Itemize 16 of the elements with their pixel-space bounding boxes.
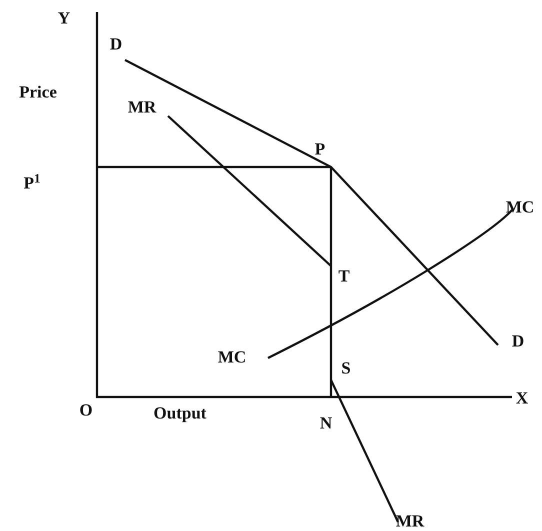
price-label: P$^{1}$ bbox=[24, 174, 40, 192]
curve-label: MR bbox=[396, 512, 424, 530]
curve-label: MC bbox=[218, 348, 246, 366]
origin-label: O bbox=[79, 402, 93, 418]
axis-label: Price bbox=[19, 84, 57, 100]
axis-label: Output bbox=[154, 404, 206, 422]
curve-label: MC bbox=[506, 198, 534, 216]
point-label: T bbox=[338, 268, 350, 284]
axis-label: X bbox=[516, 390, 528, 406]
curve-label: MR bbox=[128, 98, 156, 116]
point-label: N bbox=[320, 414, 332, 432]
axis-label: Y bbox=[58, 10, 70, 26]
point-label: P bbox=[314, 140, 326, 158]
point-label: S bbox=[341, 360, 351, 376]
curve-label: D bbox=[110, 36, 122, 52]
curve-label: D bbox=[512, 332, 524, 350]
